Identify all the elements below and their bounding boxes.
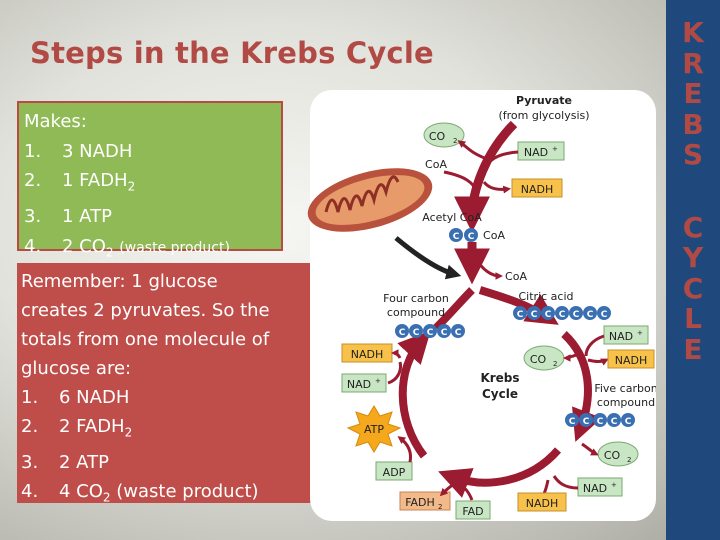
svg-text:C: C xyxy=(611,417,618,427)
svg-text:C: C xyxy=(413,328,420,338)
svg-text:C: C xyxy=(427,328,434,338)
cycle-arrow-left xyxy=(397,330,431,459)
list-item: 4.4 CO2 (waste product) xyxy=(21,480,259,505)
adp-box: ADP xyxy=(375,461,413,481)
nad-plus-box: NAD + xyxy=(577,477,623,497)
svg-text:C: C xyxy=(531,310,538,320)
svg-text:FAD: FAD xyxy=(462,505,483,518)
svg-text:C: C xyxy=(455,328,462,338)
svg-text:C: C xyxy=(569,417,576,427)
from-glycolysis-label: (from glycolysis) xyxy=(498,109,589,122)
svg-text:2: 2 xyxy=(453,137,457,145)
svg-text:+: + xyxy=(611,481,617,489)
nadh-box: NADH xyxy=(607,349,655,369)
svg-text:NADH: NADH xyxy=(521,183,554,196)
mitochondrion-icon xyxy=(307,168,433,232)
svg-text:C: C xyxy=(601,310,608,320)
svg-text:C: C xyxy=(468,232,475,242)
acetyl-coa-label: Acetyl CoA xyxy=(422,211,482,224)
co2-bubble: CO 2 xyxy=(597,441,639,467)
carbon-chain: C C C C C xyxy=(395,324,465,338)
nadh-box: NADH xyxy=(517,492,567,512)
svg-text:NADH: NADH xyxy=(526,497,559,510)
nadh-box: NADH xyxy=(511,178,563,198)
remember-line: creates 2 pyruvates. So the xyxy=(21,300,270,321)
svg-text:CoA: CoA xyxy=(483,229,505,242)
coa-label: CoA xyxy=(425,158,447,171)
list-item: 3.1 ATP xyxy=(24,206,112,228)
svg-text:C: C xyxy=(583,417,590,427)
coa-out-label: CoA xyxy=(505,270,527,283)
side-title-bar: K R E B S C Y C L E xyxy=(666,0,720,540)
list-item: 2.1 FADH2 xyxy=(24,170,136,194)
svg-text:compound: compound xyxy=(597,396,655,409)
co2-bubble: CO 2 xyxy=(523,345,565,371)
svg-text:NAD: NAD xyxy=(583,482,607,495)
svg-text:C: C xyxy=(517,310,524,320)
five-carbon-label: Five carbon xyxy=(594,382,656,395)
remember-line: glucose are: xyxy=(21,358,132,379)
carbon-chain: C C C C C C C xyxy=(513,306,611,320)
remember-line: totals from one molecule of xyxy=(21,329,270,350)
list-item: 1.3 NADH xyxy=(24,140,133,162)
svg-text:C: C xyxy=(597,417,604,427)
svg-text:C: C xyxy=(441,328,448,338)
svg-text:C: C xyxy=(587,310,594,320)
svg-text:NAD: NAD xyxy=(609,330,633,343)
svg-text:CO: CO xyxy=(429,130,446,143)
pyruvate-label: Pyruvate xyxy=(516,94,572,107)
fad-box: FAD xyxy=(455,500,491,520)
svg-text:NAD: NAD xyxy=(524,146,548,159)
nad-plus-box: NAD + xyxy=(517,141,565,161)
pyruvate-arrow xyxy=(454,120,518,233)
cycle-label: Cycle xyxy=(482,387,518,401)
svg-text:2: 2 xyxy=(627,456,631,464)
remember-line: Remember: 1 glucose xyxy=(21,271,218,292)
krebs-label: Krebs xyxy=(480,371,519,385)
list-item: 3.2 ATP xyxy=(21,451,109,473)
nad-plus-box: NAD + xyxy=(603,325,649,345)
svg-text:NADH: NADH xyxy=(351,348,384,361)
four-carbon-label: Four carbon xyxy=(383,292,449,305)
svg-text:CO: CO xyxy=(530,353,547,366)
svg-text:compound: compound xyxy=(387,306,445,319)
nad-plus-box: NAD + xyxy=(341,373,387,393)
nadh-box: NADH xyxy=(341,343,393,363)
makes-heading: Makes: xyxy=(24,111,87,132)
cycle-arrow-bottom xyxy=(438,447,562,498)
side-title-letters: K R E B S C Y C L E xyxy=(682,16,704,366)
list-item: 1.6 NADH xyxy=(21,387,130,408)
citric-acid-label: Citric acid xyxy=(519,290,574,303)
svg-text:ATP: ATP xyxy=(364,423,384,436)
svg-text:C: C xyxy=(453,232,460,242)
page-title: Steps in the Krebs Cycle xyxy=(30,36,434,70)
carbon-chain: C C C C C xyxy=(565,413,635,427)
makes-box: Makes: 1.3 NADH 2.1 FADH2 3.1 ATP 4.2 CO… xyxy=(17,101,283,259)
svg-text:+: + xyxy=(637,329,643,337)
svg-text:+: + xyxy=(552,145,558,153)
carbon-chain: C C xyxy=(449,228,478,242)
remember-box: Remember: 1 glucose creates 2 pyruvates.… xyxy=(17,263,315,504)
svg-text:NADH: NADH xyxy=(615,354,648,367)
svg-text:FADH: FADH xyxy=(405,496,435,509)
list-item: 2.2 FADH2 xyxy=(21,416,133,440)
svg-text:C: C xyxy=(559,310,566,320)
fadh2-box: FADH 2 xyxy=(399,491,451,511)
svg-text:ADP: ADP xyxy=(383,466,406,479)
svg-text:C: C xyxy=(573,310,580,320)
svg-text:C: C xyxy=(625,417,632,427)
svg-text:NAD: NAD xyxy=(347,378,371,391)
atp-burst: ATP xyxy=(346,405,402,453)
mitochondrion-arrow xyxy=(394,236,462,280)
svg-text:2: 2 xyxy=(438,503,442,511)
list-item: 4.2 CO2 (waste product) xyxy=(24,235,230,260)
svg-text:C: C xyxy=(545,310,552,320)
svg-text:2: 2 xyxy=(553,360,557,368)
svg-text:+: + xyxy=(375,377,381,385)
svg-text:CO: CO xyxy=(604,449,621,462)
cycle-arrow-join xyxy=(433,287,475,331)
svg-text:C: C xyxy=(399,328,406,338)
co2-bubble: CO 2 xyxy=(423,122,465,148)
krebs-cycle-diagram: Pyruvate (from glycolysis) CO 2 CoA NAD … xyxy=(307,90,656,521)
